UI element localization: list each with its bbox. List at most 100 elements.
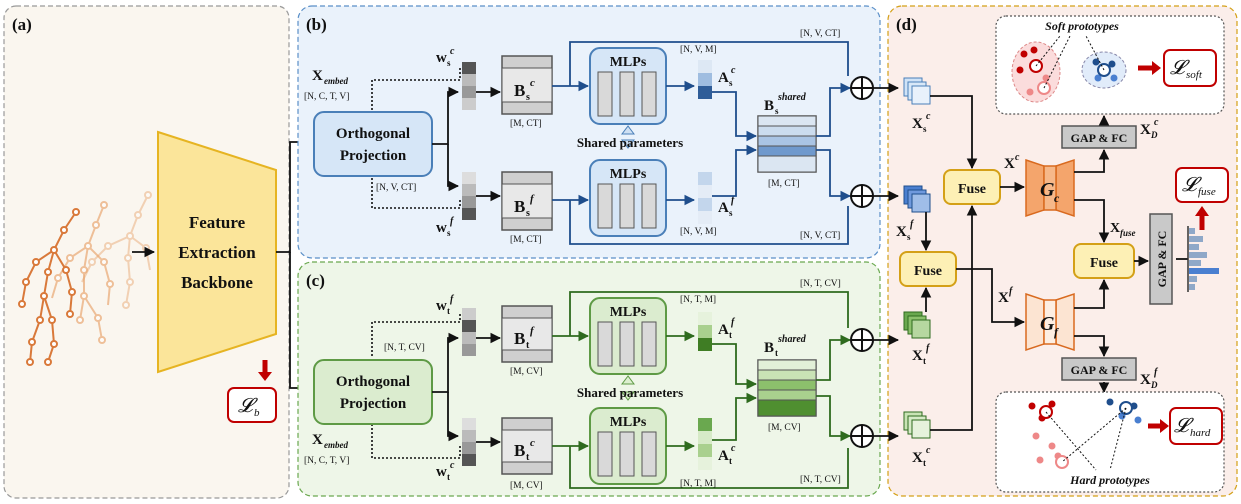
b-ac-to-bshared — [712, 91, 758, 142]
b-mlps-bot — [589, 159, 667, 237]
c-w-top-sup: f — [450, 294, 455, 305]
xs-c: X — [912, 116, 923, 132]
backbone-label-1: Feature — [189, 213, 246, 232]
b-bshared-sub: s — [775, 106, 779, 116]
b-w-top-sup: c — [450, 46, 455, 57]
c-dot-top — [371, 312, 461, 356]
b-w-top-vector — [462, 62, 476, 110]
c-mlps-bot-label: MLPs — [610, 415, 647, 430]
gc-to-fuse-final — [1074, 199, 1110, 244]
loss-fuse-box — [1175, 167, 1229, 203]
gap-fc-side-box — [1149, 213, 1173, 305]
hard-loss-arrowhead-icon — [1160, 419, 1169, 433]
gf-block — [1025, 292, 1075, 352]
c-btc-sup: c — [530, 437, 535, 449]
c-ortho-box — [313, 359, 433, 425]
xc-sup: c — [1015, 152, 1020, 163]
loss-fuse-sub: fuse — [1198, 186, 1216, 198]
b-bsc: B — [514, 81, 525, 100]
c-ntcv-shape: [N, T, CV] — [384, 343, 425, 353]
soft-prototypes-title: Soft prototypes — [1045, 19, 1119, 33]
b-asc-sub: s — [729, 78, 733, 88]
b-bsc-sub: s — [526, 92, 530, 103]
b-asc: A — [718, 70, 729, 86]
panel-d-label: (d) — [896, 15, 917, 34]
b-mlps-top-label: MLPs — [610, 55, 647, 70]
c-bshared-matrix — [757, 359, 817, 417]
b-out-top-shape: [N, V, CT] — [800, 29, 840, 39]
c-atf-vector — [698, 312, 712, 351]
b-w-top: w — [436, 50, 447, 66]
c-w-bot-sup: c — [450, 460, 455, 471]
b-xembed: X — [312, 68, 323, 84]
xt-c-stack — [903, 411, 931, 439]
b-bsf: B — [514, 197, 525, 216]
loss-b-sub: b — [254, 407, 260, 419]
c-ortho-line1: Orthogonal — [336, 374, 410, 390]
c-atc: A — [718, 448, 729, 464]
gf-to-fuse-final — [1074, 278, 1110, 309]
b-out-bot-shape: [N, V, CT] — [800, 231, 840, 241]
xt-f-stack — [903, 311, 931, 339]
soft-loss-arrowhead-icon — [1152, 61, 1161, 75]
xs-c-stack — [903, 77, 931, 105]
c-shared-label: Shared parameters — [577, 385, 683, 400]
output-histogram — [1187, 226, 1219, 292]
c-ortho-line2: Projection — [340, 396, 407, 412]
xs-f-sub: s — [907, 232, 911, 242]
soft-prototypes-clusters — [1011, 35, 1127, 103]
hard-prototypes-box — [995, 391, 1225, 493]
xsc-to-fuse-top — [930, 95, 978, 170]
b-xembed-shape: [N, C, T, V] — [304, 92, 349, 102]
c-w-bot: w — [436, 464, 447, 480]
b-nvct-shape: [N, V, CT] — [376, 183, 416, 193]
hard-prototypes-clusters — [1028, 398, 1142, 471]
panel-b-label: (b) — [306, 15, 327, 34]
b-asf-sub: s — [729, 208, 733, 218]
c-xembed: X — [312, 432, 323, 448]
xtc-to-fuse-top — [930, 204, 978, 431]
b-asc-vector — [698, 60, 712, 99]
b-shared-arrow-icon — [621, 125, 635, 149]
gap-fc-top-box — [1061, 125, 1137, 149]
c-ntm-top: [N, T, M] — [680, 295, 716, 305]
panel-c-label: (c) — [306, 271, 325, 290]
c-w-bot-vector — [462, 418, 476, 466]
c-atc-vector — [698, 418, 712, 470]
gc-label: G — [1040, 179, 1055, 201]
gc-to-gap-arrow — [1074, 148, 1110, 173]
c-xembed-sub: embed — [324, 440, 348, 450]
gc-block — [1025, 158, 1075, 218]
gap-fc-top-label: GAP & FC — [1071, 131, 1128, 145]
c-w-top-vector — [462, 308, 476, 356]
gap-fc-bot-label: GAP & FC — [1071, 363, 1128, 377]
b-nvm-top: [N, V, M] — [680, 45, 717, 55]
loss-hard-sub: hard — [1190, 427, 1211, 439]
c-atf-sup: f — [731, 317, 736, 328]
c-btf-sub: t — [526, 340, 530, 351]
b-w-bot-sup: f — [450, 216, 455, 227]
c-xembed-shape: [N, C, T, V] — [304, 456, 349, 466]
b-asf-vector — [698, 172, 712, 224]
b-shared-label: Shared parameters — [577, 135, 683, 150]
c-bshared-sup: shared — [777, 334, 807, 345]
fuse-loss-arrowhead-icon — [1195, 206, 1209, 216]
panel-c-frame — [297, 261, 881, 497]
c-btc: B — [514, 441, 525, 460]
c-btf-sup: f — [530, 325, 535, 337]
b-bsf-sub: s — [526, 208, 530, 219]
xc-label: X — [1004, 156, 1015, 172]
c-mlps-bot — [589, 407, 667, 485]
c-atf-sub: t — [729, 330, 732, 340]
c-shared-arrow-icon — [621, 375, 635, 401]
b-mlps-top — [589, 47, 667, 125]
fuse-mid-label: Fuse — [914, 264, 942, 279]
b-ortho-to-top — [432, 86, 460, 145]
panel-b-frame — [297, 5, 881, 259]
c-w-top-sub: t — [447, 306, 450, 316]
b-mct-bot: [M, CT] — [510, 235, 542, 245]
gap-fc-side-label: GAP & FC — [1155, 231, 1169, 288]
xdc-label: X — [1140, 122, 1151, 138]
gf-sub: f — [1054, 325, 1059, 339]
loss-soft-box — [1163, 49, 1217, 87]
